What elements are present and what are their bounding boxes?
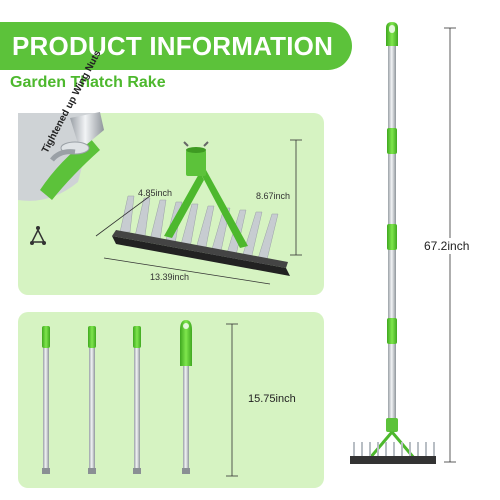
rake-head-illustration [112,141,290,276]
total-length-label: 67.2inch [424,238,470,254]
head-height-label: 8.67inch [256,191,291,201]
banner-title: PRODUCT INFORMATION [12,30,334,61]
pole-segment-3 [133,326,141,474]
wing-nut-icon [18,112,104,201]
pole-segment-label: 15.75inch [248,393,296,405]
dimension-line-segment [226,323,238,477]
head-width-label: 13.39inch [150,272,190,282]
dimension-lines-head [95,139,302,285]
green-rake-icon [30,226,46,245]
pole-segment-4-handle [180,320,192,474]
pole-segment-1 [42,326,50,474]
product-info-banner: PRODUCT INFORMATION [0,22,352,70]
product-subtitle: Garden Thatch Rake [10,74,166,91]
pole-segment-2 [88,326,96,474]
pole-segments-panel [18,312,324,488]
head-depth-label: 4.85inch [138,188,173,198]
full-rake-illustration [350,22,436,464]
